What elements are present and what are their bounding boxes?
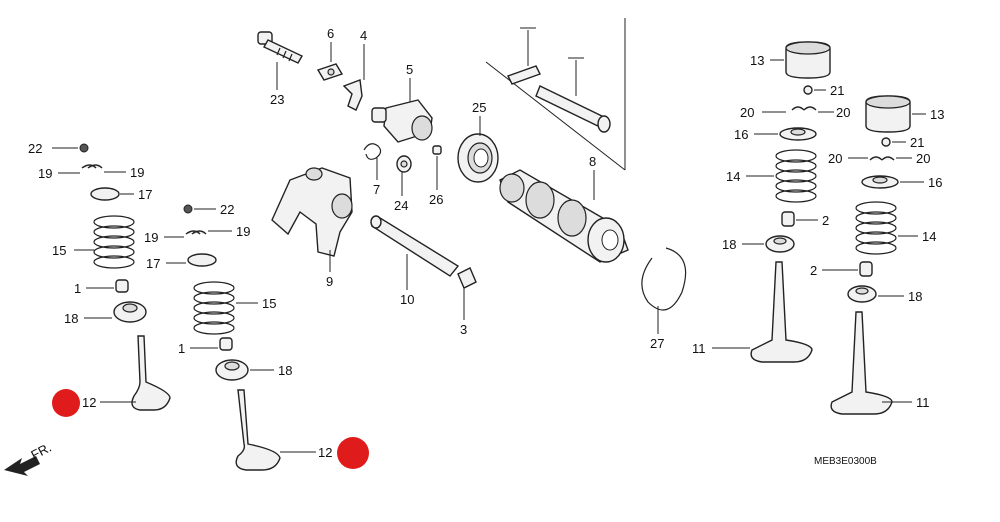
part-5 — [371, 78, 433, 143]
part-bearing-25 — [457, 116, 499, 183]
diagram-code: MEB3E0300B — [814, 456, 877, 467]
label-21a: 21 — [830, 83, 844, 98]
part-6 — [316, 42, 344, 81]
label-27: 27 — [650, 336, 664, 351]
valve-assembly-right-b — [822, 95, 926, 415]
label-11b: 11 — [916, 395, 930, 410]
label-23: 23 — [270, 92, 284, 107]
spring-14a — [775, 149, 817, 203]
label-21b: 21 — [910, 135, 924, 150]
label-22b: 22 — [220, 202, 234, 217]
label-1a: 1 — [74, 281, 81, 296]
part-4 — [342, 44, 365, 111]
spring-15a — [93, 215, 135, 269]
label-14b: 14 — [922, 229, 936, 244]
part-7 — [363, 143, 382, 180]
label-9: 9 — [326, 274, 333, 289]
label-19c: 19 — [144, 230, 158, 245]
label-12a: 12 — [82, 395, 96, 410]
label-19a: 19 — [38, 166, 52, 181]
label-26: 26 — [429, 192, 443, 207]
label-19b: 19 — [130, 165, 144, 180]
callout-labels: 23 6 4 5 7 24 26 25 8 9 10 3 27 22 19 19… — [28, 26, 944, 467]
label-8: 8 — [589, 154, 596, 169]
label-13a: 13 — [750, 53, 764, 68]
label-15a: 15 — [52, 243, 66, 258]
label-7: 7 — [373, 182, 380, 197]
part-pins — [507, 27, 611, 133]
label-18b: 18 — [278, 363, 292, 378]
label-20d: 20 — [916, 151, 930, 166]
label-10: 10 — [400, 292, 414, 307]
label-11a: 11 — [692, 341, 706, 356]
front-arrow-icon: FR. — [4, 440, 54, 476]
part-24 — [396, 155, 412, 196]
highlight-dot-12b[interactable] — [337, 437, 369, 469]
valve-assembly-right-a — [712, 41, 834, 363]
section-frame — [485, 18, 626, 171]
part-shaft-10 — [370, 215, 460, 290]
label-2a: 2 — [822, 213, 829, 228]
label-17a: 17 — [138, 187, 152, 202]
label-5: 5 — [406, 62, 413, 77]
label-2b: 2 — [810, 263, 817, 278]
label-12b: 12 — [318, 445, 332, 460]
label-15b: 15 — [262, 296, 276, 311]
label-17b: 17 — [146, 256, 160, 271]
part-camshaft-8 — [499, 169, 629, 263]
spring-14b — [855, 201, 897, 255]
label-18c: 18 — [722, 237, 736, 252]
part-bolt-23 — [257, 31, 303, 90]
part-circlip-27 — [641, 247, 687, 334]
part-3 — [457, 267, 477, 320]
part-26 — [432, 145, 442, 190]
label-16b: 16 — [928, 175, 942, 190]
highlight-markers — [52, 389, 369, 469]
label-20c: 20 — [828, 151, 842, 166]
label-18d: 18 — [908, 289, 922, 304]
label-19d: 19 — [236, 224, 250, 239]
highlight-dot-12a[interactable] — [52, 389, 80, 417]
label-1b: 1 — [178, 341, 185, 356]
part-rocker-arm-9 — [271, 167, 353, 272]
label-6: 6 — [327, 26, 334, 41]
label-18a: 18 — [64, 311, 78, 326]
valve-assembly-left-a — [52, 143, 171, 411]
label-20b: 20 — [836, 105, 850, 120]
valve-assembly-left-b — [164, 204, 316, 471]
label-13b: 13 — [930, 107, 944, 122]
label-25: 25 — [472, 100, 486, 115]
label-14a: 14 — [726, 169, 740, 184]
label-22a: 22 — [28, 141, 42, 156]
label-16a: 16 — [734, 127, 748, 142]
spring-15b — [193, 281, 235, 335]
label-3: 3 — [460, 322, 467, 337]
label-4: 4 — [360, 28, 367, 43]
label-20a: 20 — [740, 105, 754, 120]
label-24: 24 — [394, 198, 408, 213]
